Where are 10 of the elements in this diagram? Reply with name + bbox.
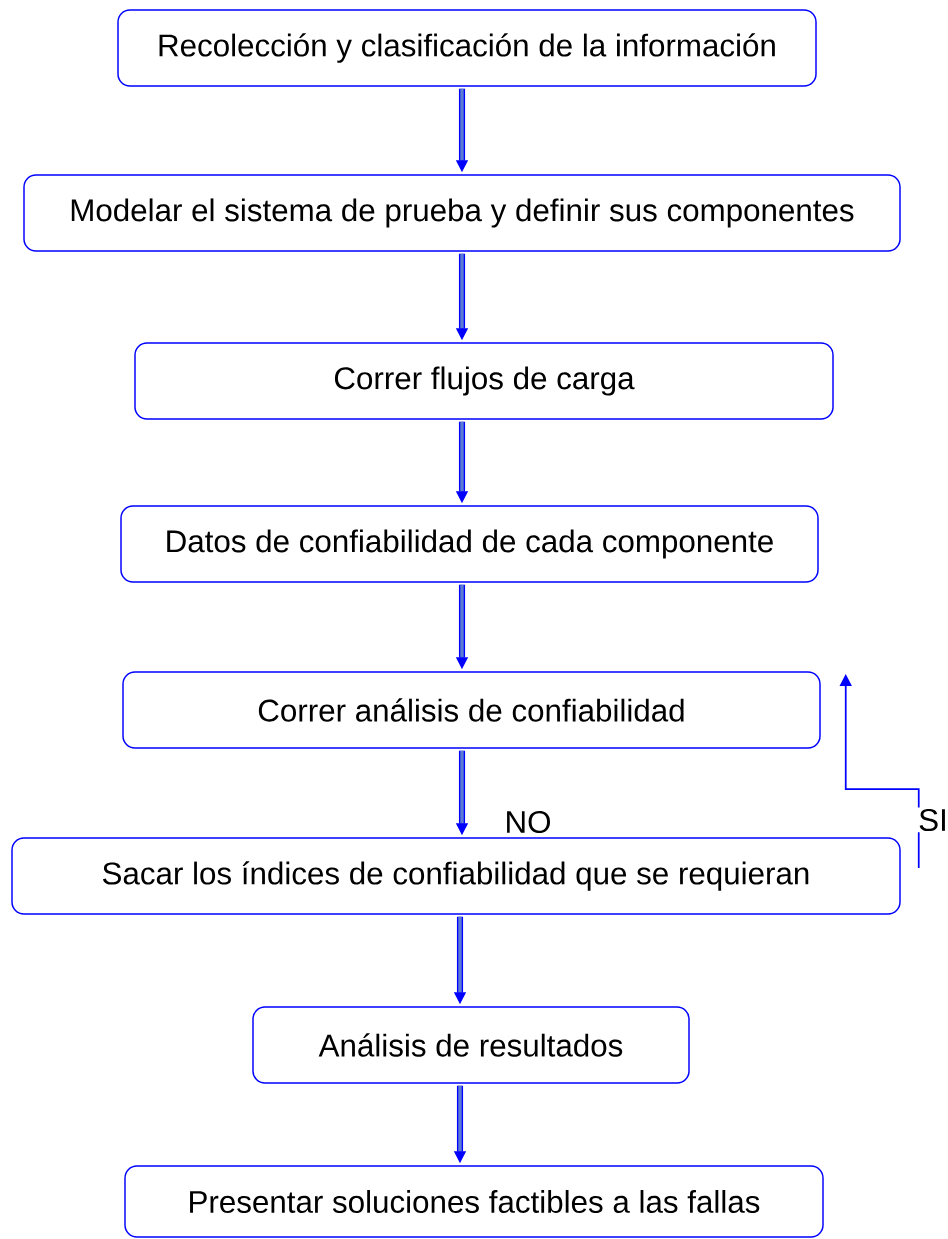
process-box: Análisis de resultados (252, 1006, 690, 1084)
process-box: Correr análisis de confiabilidad (122, 671, 821, 749)
edge-label: SI (916, 807, 948, 833)
process-box: Sacar los índices de confiabilidad que se requieran (11, 837, 901, 915)
process-box: Modelar el sistema de prueba y definir sus componentes (23, 174, 901, 252)
process-box: Datos de confiabilidad de cada componente (120, 505, 819, 583)
process-box: Presentar soluciones factibles a las fallas (124, 1165, 824, 1238)
edge-label: NO (503, 809, 553, 835)
process-box: Recolección y clasificación de la información (117, 9, 817, 87)
process-box: Correr flujos de carga (134, 342, 834, 420)
